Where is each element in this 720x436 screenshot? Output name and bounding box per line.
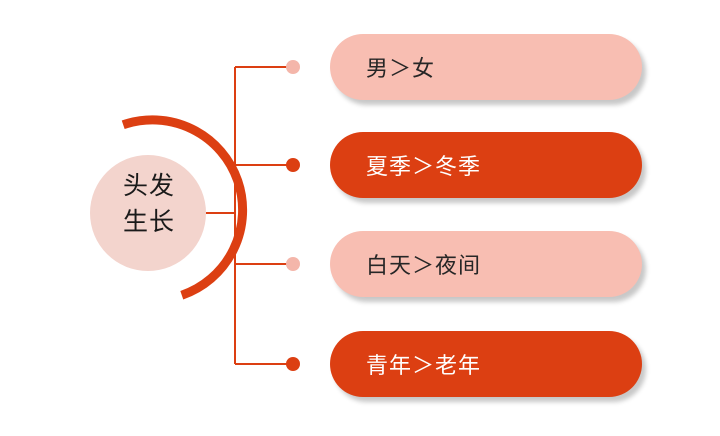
item-label: 白天＞夜间 — [366, 254, 482, 279]
branch-dot — [286, 357, 300, 371]
branch-dot — [286, 158, 300, 172]
hub-label-line1: 头发 — [122, 171, 175, 200]
item-pill-age: 青年＞老年 — [330, 331, 642, 397]
item-label: 青年＞老年 — [366, 354, 482, 379]
branch-dot — [286, 60, 300, 74]
hub-label-line2: 生长 — [122, 207, 175, 236]
item-label: 男＞女 — [366, 57, 436, 82]
item-pill-daytime: 白天＞夜间 — [330, 231, 642, 297]
hub-ring — [121, 115, 248, 300]
hub-label: 头发 生长 — [94, 168, 204, 240]
hub-circle — [90, 155, 206, 271]
item-pill-gender: 男＞女 — [330, 34, 642, 100]
item-pill-season: 夏季＞冬季 — [330, 132, 642, 198]
item-label: 夏季＞冬季 — [366, 155, 482, 180]
branch-dot — [286, 257, 300, 271]
